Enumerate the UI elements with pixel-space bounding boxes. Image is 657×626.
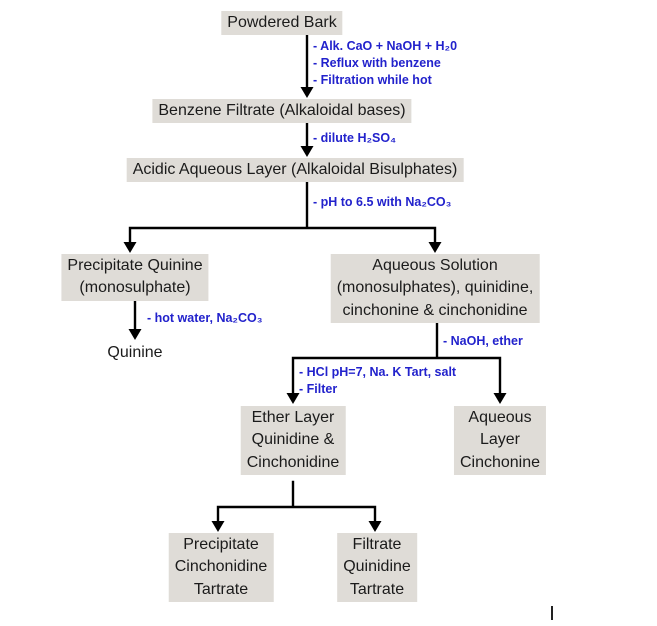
arrow-acidic-split: [128, 180, 437, 245]
arrowhead: [493, 393, 507, 404]
node-quinine: Quinine: [107, 344, 163, 361]
node-aqueous-solution: Aqueous Solution (monosulphates), quinid…: [330, 254, 540, 324]
annotation-ph-na2co3: - pH to 6.5 with Na₂CO₃: [313, 195, 452, 209]
arrow-ether-split: [216, 480, 377, 523]
node-benzene-filtrate: Benzene Filtrate (Alkaloidal bases): [152, 99, 412, 124]
annotation-reflux-benzene: - Reflux with benzene: [313, 56, 441, 70]
arrowhead: [128, 329, 142, 340]
arrow-aqueous-split: [291, 322, 502, 395]
annotation-dilute-h2so4: - dilute H₂SO₄: [313, 131, 397, 145]
arrowhead: [211, 521, 225, 532]
annotation-filtration-hot: - Filtration while hot: [313, 73, 432, 87]
arrowhead: [300, 146, 314, 157]
text-cursor: [551, 606, 553, 620]
arrowhead: [123, 242, 137, 253]
arrowhead: [300, 87, 314, 98]
node-acidic-aqueous-layer: Acidic Aqueous Layer (Alkaloidal Bisulph…: [126, 158, 464, 183]
node-powdered-bark: Powdered Bark: [221, 11, 343, 36]
arrowhead: [368, 521, 382, 532]
node-filtrate-quinidine-tartrate: Filtrate Quinidine Tartrate: [337, 533, 417, 603]
annotation-hot-water-na2co3: - hot water, Na₂CO₃: [147, 311, 263, 325]
annotation-hcl-tartrate: - HCl pH=7, Na. K Tart, salt: [299, 365, 457, 379]
annotation-filter: - Filter: [299, 382, 338, 396]
arrowhead: [286, 393, 300, 404]
annotation-naoh-ether: - NaOH, ether: [443, 334, 523, 348]
node-precipitate-cinchonidine-tartrate: Precipitate Cinchonidine Tartrate: [168, 533, 274, 603]
annotation-alk-cao-naoh-h2o: - Alk. CaO + NaOH + H₂0: [313, 39, 458, 53]
node-ether-layer: Ether Layer Quinidine & Cinchonidine: [240, 406, 346, 476]
node-precipitate-quinine: Precipitate Quinine (monosulphate): [61, 254, 209, 301]
arrowhead: [428, 242, 442, 253]
node-aqueous-layer: Aqueous Layer Cinchonine: [453, 406, 547, 476]
